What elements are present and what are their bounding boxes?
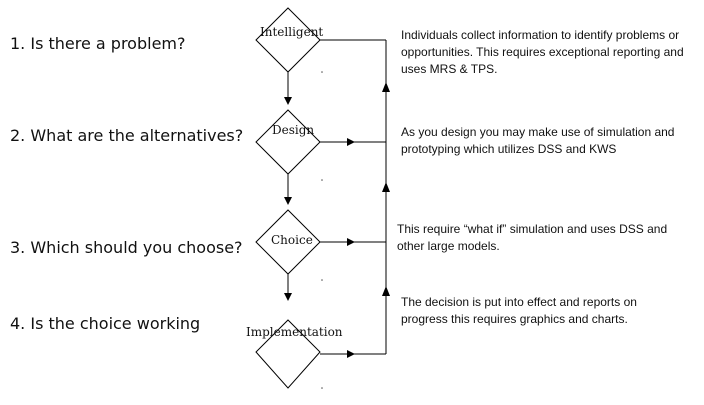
description-implementation: The decision is put into effect and repo… — [401, 295, 637, 326]
feedback-arrowhead-1 — [382, 82, 390, 92]
description-intelligence: Individuals collect information to ident… — [401, 28, 684, 76]
question-4: 4. Is the choice working — [10, 314, 201, 333]
dot-2 — [321, 179, 323, 181]
question-2: 2. What are the alternatives? — [10, 126, 244, 145]
description-design: As you design you may make use of simula… — [401, 125, 675, 156]
node-label-intelligent: Intelligent — [260, 25, 323, 39]
dot-3 — [321, 279, 323, 281]
description-choice: This require “what if” simulation and us… — [397, 222, 668, 253]
feedback-arrowhead-2 — [382, 182, 390, 192]
dot-1 — [321, 71, 323, 73]
node-label-implementation: Implementation — [246, 325, 343, 339]
dot-4 — [321, 387, 323, 389]
diamond-intelligent — [255, 7, 321, 73]
node-label-design: Design — [272, 123, 314, 137]
feedback-arrowhead-3 — [382, 286, 390, 296]
question-1: 1. Is there a problem? — [10, 34, 186, 53]
question-3: 3. Which should you choose? — [10, 238, 243, 257]
diamond-implementation-shape — [255, 319, 321, 389]
diamond-design — [255, 109, 321, 175]
node-label-choice: Choice — [271, 233, 313, 247]
